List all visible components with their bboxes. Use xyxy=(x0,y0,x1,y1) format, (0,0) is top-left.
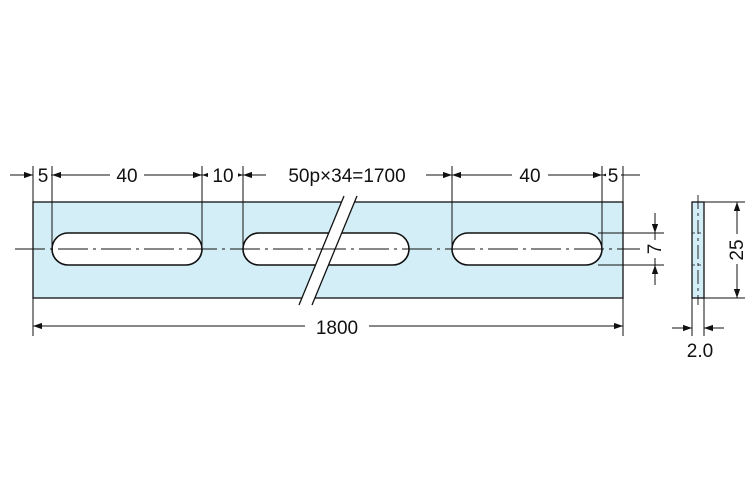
break-line-left xyxy=(298,195,345,306)
label-right-offset: 5 xyxy=(608,166,619,187)
label-plate-height: 25 xyxy=(727,239,748,260)
break-gap xyxy=(299,196,357,305)
label-overall-length: 1800 xyxy=(316,318,358,339)
dimension-overall: 1800 xyxy=(33,314,623,339)
label-slot-length-left: 40 xyxy=(116,166,137,187)
plate-side-view xyxy=(672,195,745,336)
label-slot-length-right: 40 xyxy=(519,166,540,187)
label-plate-thickness: 2.0 xyxy=(687,341,713,362)
plate-front-view xyxy=(15,195,640,306)
label-pitch-formula: 50p×34=1700 xyxy=(288,166,405,187)
dimension-top-labels: 5 40 10 50p×34=1700 40 5 xyxy=(36,163,621,187)
label-left-offset: 5 xyxy=(38,166,49,187)
extension-lines xyxy=(32,166,664,336)
break-line-right xyxy=(311,195,358,306)
label-gap: 10 xyxy=(212,166,233,187)
label-slot-width: 7 xyxy=(645,244,666,255)
